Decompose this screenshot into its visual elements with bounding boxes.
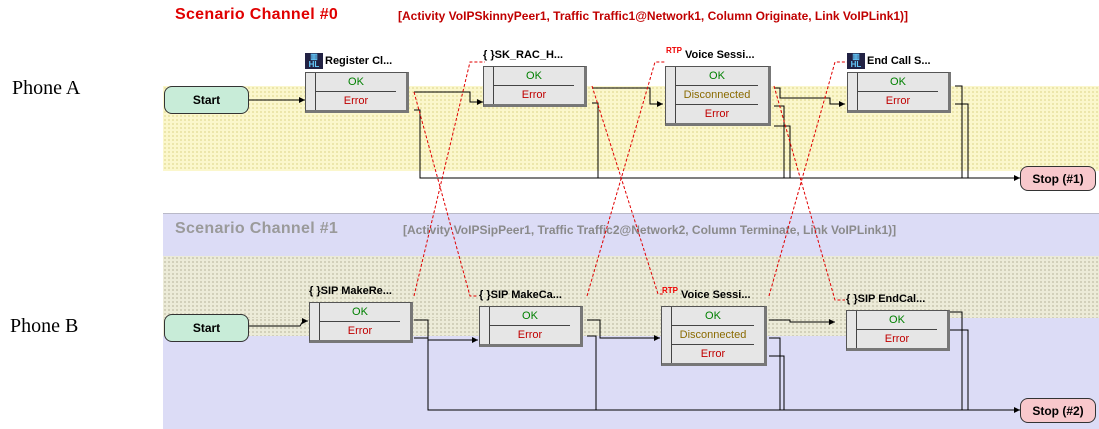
node-header: { }SIP EndCal... bbox=[846, 288, 950, 310]
error-output[interactable]: Error bbox=[347, 325, 373, 337]
hl-phone-icon: ▥HL bbox=[305, 53, 323, 69]
node-title: { }SIP EndCal... bbox=[846, 293, 926, 305]
channel-0-title: Scenario Channel #0 bbox=[175, 6, 339, 23]
error-output[interactable]: Error bbox=[884, 333, 910, 345]
ok-output[interactable]: OK bbox=[320, 303, 400, 322]
ok-output[interactable]: OK bbox=[672, 307, 754, 326]
node-title: { }SIP MakeCa... bbox=[479, 289, 562, 301]
ch1-sip-make-call-node[interactable]: { }SIP MakeCa... OK Error bbox=[479, 284, 583, 347]
phone-b-label: Phone B bbox=[10, 315, 79, 337]
phone-a-label: Phone A bbox=[12, 77, 81, 99]
channel-1-info: [Activity VoIPSipPeer1, Traffic Traffic2… bbox=[403, 223, 897, 237]
error-output[interactable]: Error bbox=[343, 95, 369, 107]
channel-1-title: Scenario Channel #1 bbox=[175, 220, 339, 237]
disconnected-output[interactable]: Disconnected bbox=[676, 86, 758, 105]
node-title: { }SIP MakeRe... bbox=[309, 285, 392, 297]
error-output[interactable]: Error bbox=[700, 348, 726, 360]
node-header: { }SIP MakeRe... bbox=[309, 280, 413, 302]
channel-0-info: [Activity VoIPSkinnyPeer1, Traffic Traff… bbox=[398, 9, 909, 23]
node-title: Voice Sessi... bbox=[681, 289, 751, 301]
disconnected-output[interactable]: Disconnected bbox=[672, 326, 754, 345]
ch1-sip-end-call-node[interactable]: { }SIP EndCal... OK Error bbox=[846, 288, 950, 351]
error-output[interactable]: Error bbox=[521, 89, 547, 101]
error-output[interactable]: Error bbox=[885, 95, 911, 107]
node-header: { }SIP MakeCa... bbox=[479, 284, 583, 306]
node-title: End Call S... bbox=[867, 55, 931, 67]
channel-1-start[interactable]: Start bbox=[164, 314, 249, 342]
node-header: { }SK_RAC_H... bbox=[483, 44, 587, 66]
node-title: Register Cl... bbox=[325, 55, 393, 67]
ch1-sip-make-register-node[interactable]: { }SIP MakeRe... OK Error bbox=[309, 280, 413, 343]
error-output[interactable]: Error bbox=[704, 108, 730, 120]
ok-output[interactable]: OK bbox=[316, 73, 396, 92]
ok-output[interactable]: OK bbox=[858, 73, 938, 92]
channel-0-start[interactable]: Start bbox=[164, 86, 249, 114]
error-output[interactable]: Error bbox=[517, 329, 543, 341]
hl-phone-icon: ▥HL bbox=[847, 53, 865, 69]
ok-output[interactable]: OK bbox=[857, 311, 937, 330]
channel-0-stop[interactable]: Stop (#1) bbox=[1020, 166, 1096, 191]
ok-output[interactable]: OK bbox=[494, 67, 574, 86]
ok-output[interactable]: OK bbox=[676, 67, 758, 86]
rtp-icon: RTP bbox=[666, 46, 682, 55]
ch0-sk-rac-node[interactable]: { }SK_RAC_H... OK Error bbox=[483, 44, 587, 107]
rtp-icon: RTP bbox=[662, 286, 678, 295]
channel-1-stop[interactable]: Stop (#2) bbox=[1020, 398, 1096, 423]
node-title: Voice Sessi... bbox=[685, 49, 755, 61]
node-title: { }SK_RAC_H... bbox=[483, 49, 564, 61]
ok-output[interactable]: OK bbox=[490, 307, 570, 326]
